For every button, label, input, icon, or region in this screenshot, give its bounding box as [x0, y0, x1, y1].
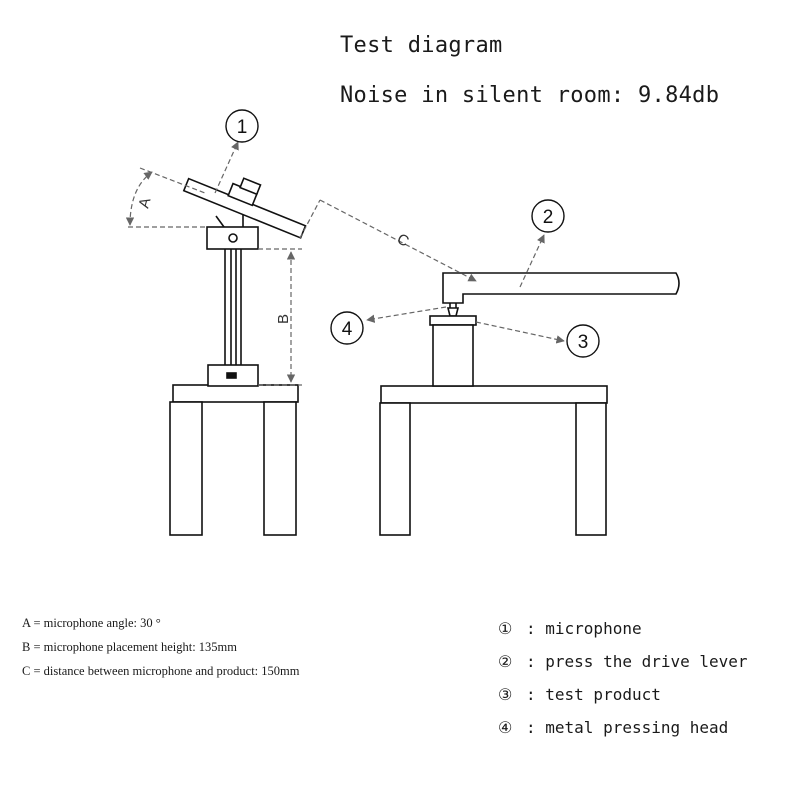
callout-3-circle	[566, 324, 600, 358]
legend-number: ④	[498, 718, 513, 737]
legend-item: ④ : metal pressing head	[498, 711, 748, 744]
definition-a: A = microphone angle: 30 °	[22, 616, 161, 630]
leader-4	[366, 306, 447, 323]
legend-item: ② : press the drive lever	[498, 645, 748, 678]
test-product	[429, 315, 477, 387]
legend-text: : metal pressing head	[526, 718, 729, 737]
leader-2	[519, 234, 545, 288]
legend-text: : microphone	[526, 619, 642, 638]
right-table	[379, 385, 608, 536]
legend-text: : press the drive lever	[526, 652, 748, 671]
callout-3-number: 3	[578, 332, 589, 353]
legend-number: ③	[498, 685, 513, 704]
callout-4-number: 4	[342, 319, 353, 340]
drive-lever	[442, 272, 680, 317]
left-table	[169, 384, 299, 536]
distance-start-line	[299, 199, 321, 239]
dimension-definitions: A = microphone angle: 30 ° B = microphon…	[22, 611, 299, 683]
definition-b: B = microphone placement height: 135mm	[22, 640, 237, 654]
diagram-title: Test diagram	[340, 33, 503, 58]
legend-text: : test product	[526, 685, 661, 704]
leader-1	[214, 141, 239, 194]
microphone	[182, 177, 307, 239]
label-b: B	[275, 314, 292, 324]
microphone-stand	[206, 206, 259, 387]
callout-4-circle	[330, 311, 364, 345]
callout-2-circle	[531, 199, 565, 233]
legend-item: ① : microphone	[498, 612, 748, 645]
legend-item: ③ : test product	[498, 678, 748, 711]
angle-a-arc	[125, 171, 153, 226]
label-c: C	[394, 230, 412, 250]
legend-number: ②	[498, 652, 513, 671]
noise-caption: Noise in silent room: 9.84db	[340, 83, 720, 108]
distance-c-dimension	[319, 199, 477, 282]
legend-number: ①	[498, 619, 513, 638]
label-a: A	[135, 196, 154, 210]
callout-1-circle	[225, 109, 259, 143]
callout-2-number: 2	[543, 207, 554, 228]
parts-legend: ① : microphone ② : press the drive lever ③…	[498, 612, 748, 744]
callout-1-number: 1	[237, 117, 248, 138]
test-setup-diagram: A B C 1 2 3 4	[125, 109, 680, 536]
definition-c: C = distance between microphone and prod…	[22, 664, 300, 678]
leader-3	[475, 321, 565, 344]
